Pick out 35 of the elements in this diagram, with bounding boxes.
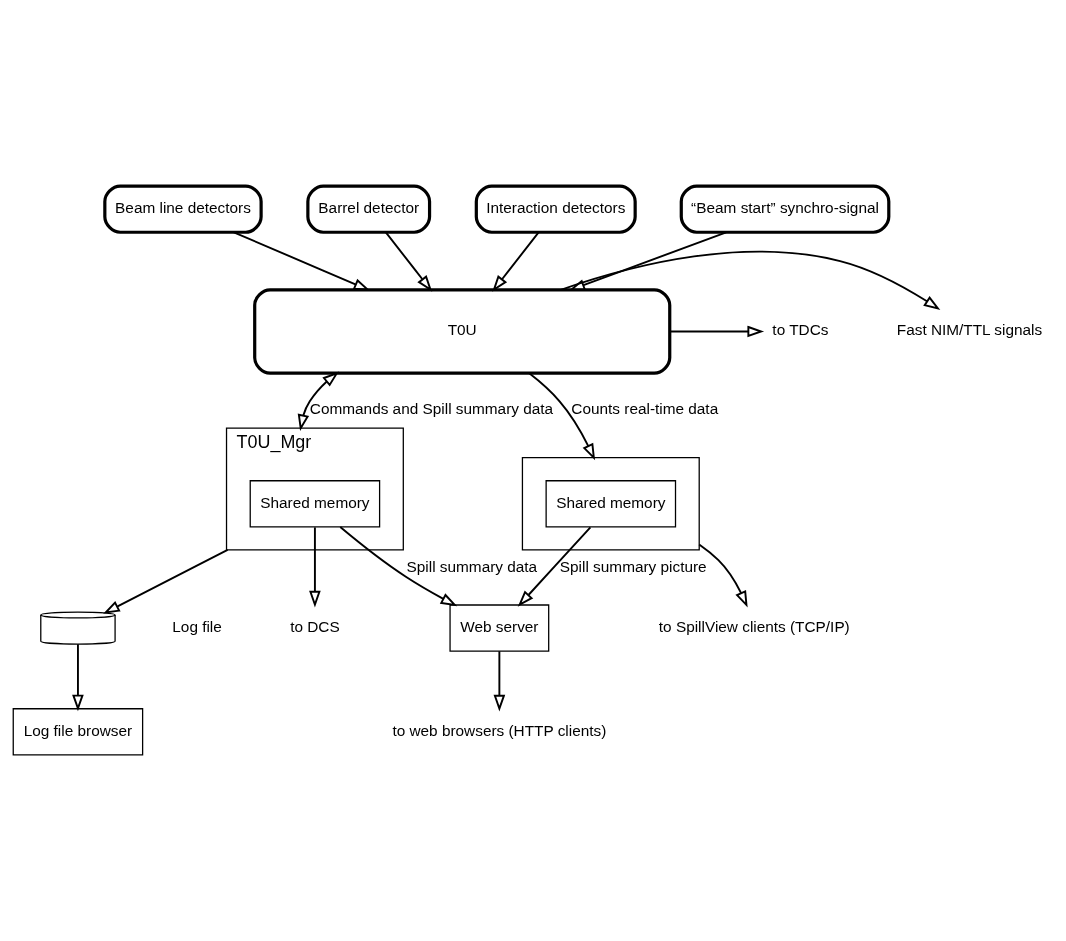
node-box: Beam line detectors	[103, 184, 263, 234]
node-box: Shared memory	[249, 480, 381, 528]
node-text: to SpillView clients (TCP/IP)	[658, 618, 850, 636]
arrow	[517, 526, 592, 607]
arrow	[232, 231, 371, 291]
edge-label: Counts real-time data	[571, 399, 719, 417]
node-box: Log file browser	[12, 708, 144, 756]
arrow	[72, 643, 84, 712]
arrow	[568, 231, 728, 291]
edge-label: Commands and Spill summary data	[309, 399, 554, 417]
edge-label: Spill summary data	[406, 558, 538, 576]
node-text: to TDCs	[772, 321, 829, 339]
arrow	[528, 372, 596, 461]
arrow	[103, 548, 229, 614]
node-box: Shared memory	[545, 480, 677, 528]
node-box: Interaction detectors	[474, 184, 637, 234]
node-text: to web browsers (HTTP clients)	[392, 721, 607, 739]
node-box: Barrel detector	[306, 184, 432, 234]
node-label: Log file	[172, 618, 222, 636]
node-box: Web server	[449, 604, 550, 652]
arrow	[384, 231, 433, 292]
arrow	[492, 231, 540, 292]
arrow	[339, 526, 458, 607]
node-text: Fast NIM/TTL signals	[896, 321, 1043, 339]
arrow	[669, 325, 765, 338]
node-box: T0U	[253, 288, 672, 375]
cluster	[521, 457, 700, 551]
arrow	[493, 650, 506, 712]
arrow	[698, 543, 748, 608]
arrow	[559, 250, 941, 310]
node-text: to DCS	[290, 618, 340, 636]
node-box: “Beam start” synchro-signal	[679, 184, 891, 234]
arrow	[309, 526, 321, 608]
edge-label: Spill summary picture	[559, 558, 707, 576]
arrow	[297, 371, 339, 432]
